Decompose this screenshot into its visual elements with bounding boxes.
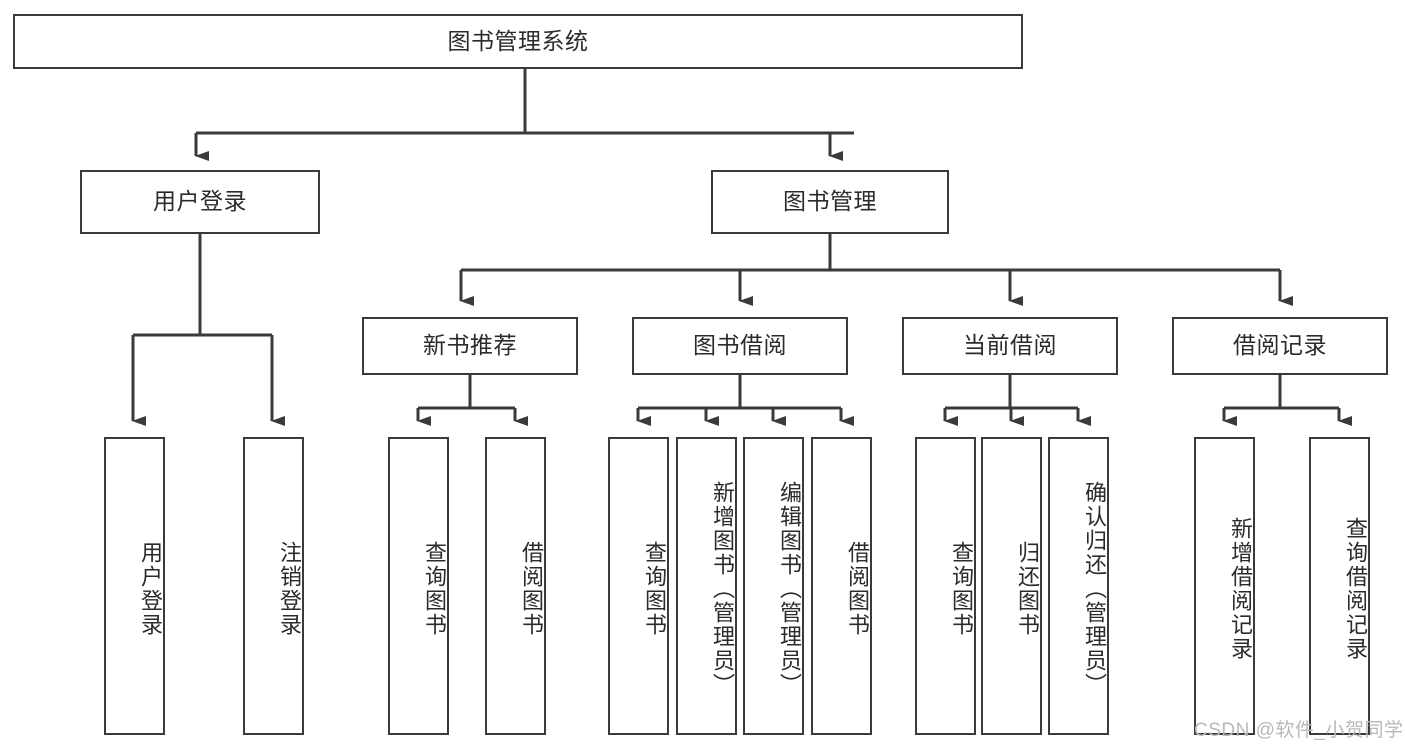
leaf-confirm-return-admin[interactable]: 确认归还（管理员） [1048,437,1109,735]
leaf-add-borrow-record[interactable]: 新增借阅记录 [1194,437,1255,735]
node-label: 注销登录 [277,541,302,637]
node-label: 借阅图书 [845,541,870,637]
node-label: 新书推荐 [423,332,517,359]
node-label: 图书管理 [783,188,877,215]
node-book-borrow[interactable]: 图书借阅 [632,317,848,375]
leaf-add-book-admin[interactable]: 新增图书（管理员） [676,437,737,735]
leaf-logout[interactable]: 注销登录 [243,437,304,735]
node-new-book-recommend[interactable]: 新书推荐 [362,317,578,375]
leaf-query-book-current[interactable]: 查询图书 [915,437,976,735]
node-root-book-management-system[interactable]: 图书管理系统 [13,14,1023,69]
leaf-user-login[interactable]: 用户登录 [104,437,165,735]
node-book-management[interactable]: 图书管理 [711,170,949,234]
leaf-query-book-borrow[interactable]: 查询图书 [608,437,669,735]
node-label: 新增借阅记录 [1228,517,1253,661]
node-label: 查询图书 [949,541,974,637]
node-user-login[interactable]: 用户登录 [80,170,320,234]
node-label: 借阅记录 [1233,332,1327,359]
node-label: 用户登录 [153,188,247,215]
node-label: 新增图书（管理员） [710,481,735,697]
leaf-query-borrow-record[interactable]: 查询借阅记录 [1309,437,1370,735]
node-current-borrow[interactable]: 当前借阅 [902,317,1118,375]
node-label: 归还图书 [1015,541,1040,637]
node-label: 图书管理系统 [447,27,589,54]
node-label: 编辑图书（管理员） [777,481,802,697]
leaf-return-book[interactable]: 归还图书 [981,437,1042,735]
node-label: 用户登录 [138,541,163,637]
node-label: 图书借阅 [693,332,787,359]
node-label: 确认归还（管理员） [1082,481,1107,697]
leaf-borrow-book[interactable]: 借阅图书 [811,437,872,735]
node-label: 借阅图书 [519,541,544,637]
node-borrow-record[interactable]: 借阅记录 [1172,317,1388,375]
leaf-query-book-recommend[interactable]: 查询图书 [388,437,449,735]
leaf-borrow-book-recommend[interactable]: 借阅图书 [485,437,546,735]
node-label: 查询图书 [642,541,667,637]
node-label: 当前借阅 [963,332,1057,359]
watermark: CSDN @软件_小贺同学 [1194,720,1404,741]
node-label: 查询借阅记录 [1343,517,1368,661]
node-label: 查询图书 [422,541,447,637]
leaf-edit-book-admin[interactable]: 编辑图书（管理员） [743,437,804,735]
